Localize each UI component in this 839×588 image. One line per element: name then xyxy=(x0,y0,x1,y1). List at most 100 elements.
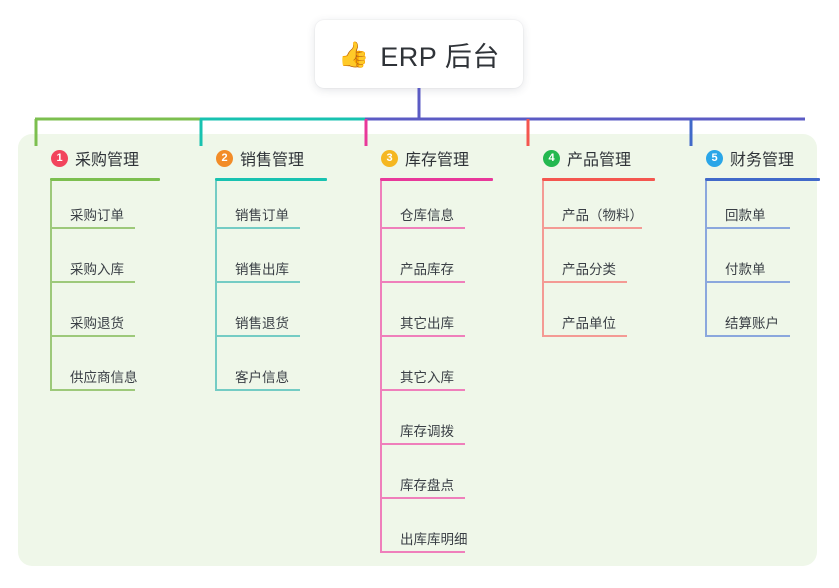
branch-leaf-list: 采购订单采购入库采购退货供应商信息 xyxy=(50,181,160,397)
leaf-node[interactable]: 产品库存 xyxy=(380,235,493,289)
branch-title-label: 采购管理 xyxy=(75,152,140,169)
leaf-node[interactable]: 销售订单 xyxy=(215,181,327,235)
leaf-node[interactable]: 销售退货 xyxy=(215,289,327,343)
branch-header-4[interactable]: 4 产品管理 xyxy=(527,146,655,170)
leaf-node[interactable]: 其它出库 xyxy=(380,289,493,343)
branch-leaf-list: 产品（物料） 产品分类产品单位 xyxy=(542,181,655,343)
leaf-node-label: 库存调拨 xyxy=(400,424,454,439)
leaf-node[interactable]: 产品（物料） xyxy=(542,181,655,235)
leaf-node[interactable]: 付款单 xyxy=(705,235,820,289)
branch-number-badge: 3 xyxy=(381,149,398,167)
leaf-node[interactable]: 其它入库 xyxy=(380,343,493,397)
branch-column-3[interactable]: 3 库存管理仓库信息产品库存其它出库其它入库库存调拨库存盘点出库库明细 xyxy=(365,146,493,559)
branch-header-underline xyxy=(705,178,820,181)
leaf-node-label: 产品库存 xyxy=(400,262,454,277)
leaf-node-underline xyxy=(705,227,790,229)
branch-header-1[interactable]: 1 采购管理 xyxy=(35,146,160,170)
branch-spine xyxy=(50,181,52,391)
leaf-node-label: 库存盘点 xyxy=(400,478,454,493)
leaf-node-underline xyxy=(542,281,627,283)
leaf-node[interactable]: 库存调拨 xyxy=(380,397,493,451)
branches-panel xyxy=(18,134,817,566)
leaf-node-label: 客户信息 xyxy=(235,370,289,385)
branch-header-underline xyxy=(380,178,493,181)
root-node-label: ERP 后台 xyxy=(380,41,500,72)
leaf-node-underline xyxy=(50,227,135,229)
root-node-erp-backend[interactable]: 👍 ERP 后台 xyxy=(315,20,523,88)
leaf-node-label: 采购退货 xyxy=(70,316,124,331)
leaf-node[interactable]: 库存盘点 xyxy=(380,451,493,505)
leaf-node-underline xyxy=(215,227,300,229)
leaf-node-label: 回款单 xyxy=(725,208,766,223)
leaf-node-label: 产品单位 xyxy=(562,316,616,331)
leaf-node-label: 其它出库 xyxy=(400,316,454,331)
leaf-node-underline xyxy=(215,281,300,283)
leaf-node[interactable]: 采购订单 xyxy=(50,181,160,235)
leaf-node-underline xyxy=(380,281,465,283)
leaf-node-underline xyxy=(215,335,300,337)
branch-title-label: 销售管理 xyxy=(240,152,305,169)
branch-title-label: 产品管理 xyxy=(567,152,632,169)
branch-header-3[interactable]: 3 库存管理 xyxy=(365,146,493,170)
leaf-node-underline xyxy=(380,227,465,229)
leaf-node-label: 销售订单 xyxy=(235,208,289,223)
branch-spine xyxy=(380,181,382,553)
branch-number-badge: 5 xyxy=(706,149,723,167)
branch-header-underline xyxy=(542,178,655,181)
branch-leaf-list: 销售订单销售出库销售退货客户信息 xyxy=(215,181,327,397)
branch-number-badge: 4 xyxy=(543,149,560,167)
leaf-node-label: 结算账户 xyxy=(725,316,779,331)
leaf-node-underline xyxy=(50,389,135,391)
branch-column-5[interactable]: 5 财务管理回款单付款单结算账户 xyxy=(690,146,820,343)
leaf-node-label: 付款单 xyxy=(725,262,766,277)
leaf-node[interactable]: 产品分类 xyxy=(542,235,655,289)
leaf-node-underline xyxy=(50,335,135,337)
branch-leaf-list: 仓库信息产品库存其它出库其它入库库存调拨库存盘点出库库明细 xyxy=(380,181,493,559)
leaf-node-underline xyxy=(705,335,790,337)
leaf-node-underline xyxy=(542,335,627,337)
leaf-node-label: 产品分类 xyxy=(562,262,616,277)
leaf-node-label: 出库库明细 xyxy=(400,532,468,547)
branch-column-1[interactable]: 1 采购管理采购订单采购入库采购退货供应商信息 xyxy=(35,146,160,397)
branch-leaf-list: 回款单付款单结算账户 xyxy=(705,181,820,343)
branch-column-4[interactable]: 4 产品管理产品（物料） 产品分类产品单位 xyxy=(527,146,655,343)
leaf-node-underline xyxy=(215,389,300,391)
leaf-node[interactable]: 仓库信息 xyxy=(380,181,493,235)
branch-header-underline xyxy=(215,178,327,181)
leaf-node-underline xyxy=(542,227,642,229)
leaf-node-label: 供应商信息 xyxy=(70,370,138,385)
leaf-node-underline xyxy=(380,389,465,391)
leaf-node[interactable]: 采购退货 xyxy=(50,289,160,343)
thumbs-up-icon: 👍 xyxy=(338,40,370,69)
leaf-node[interactable]: 结算账户 xyxy=(705,289,820,343)
branch-title-label: 库存管理 xyxy=(405,152,470,169)
leaf-node-underline xyxy=(380,335,465,337)
leaf-node-label: 采购入库 xyxy=(70,262,124,277)
leaf-node[interactable]: 出库库明细 xyxy=(380,505,493,559)
leaf-node-label: 采购订单 xyxy=(70,208,124,223)
leaf-node[interactable]: 销售出库 xyxy=(215,235,327,289)
branch-header-underline xyxy=(50,178,160,181)
leaf-node-underline xyxy=(380,497,465,499)
leaf-node-label: 销售退货 xyxy=(235,316,289,331)
branch-spine xyxy=(215,181,217,391)
leaf-node-label: 产品（物料） xyxy=(562,208,643,223)
leaf-node[interactable]: 回款单 xyxy=(705,181,820,235)
leaf-node-underline xyxy=(380,551,465,553)
leaf-node[interactable]: 采购入库 xyxy=(50,235,160,289)
leaf-node[interactable]: 供应商信息 xyxy=(50,343,160,397)
leaf-node-label: 销售出库 xyxy=(235,262,289,277)
leaf-node-label: 仓库信息 xyxy=(400,208,454,223)
leaf-node[interactable]: 产品单位 xyxy=(542,289,655,343)
leaf-node-label: 其它入库 xyxy=(400,370,454,385)
leaf-node-underline xyxy=(50,281,135,283)
branch-title-label: 财务管理 xyxy=(730,152,795,169)
leaf-node-underline xyxy=(380,443,465,445)
branch-header-5[interactable]: 5 财务管理 xyxy=(690,146,820,170)
leaf-node-underline xyxy=(705,281,790,283)
leaf-node[interactable]: 客户信息 xyxy=(215,343,327,397)
branch-number-badge: 1 xyxy=(51,149,68,167)
